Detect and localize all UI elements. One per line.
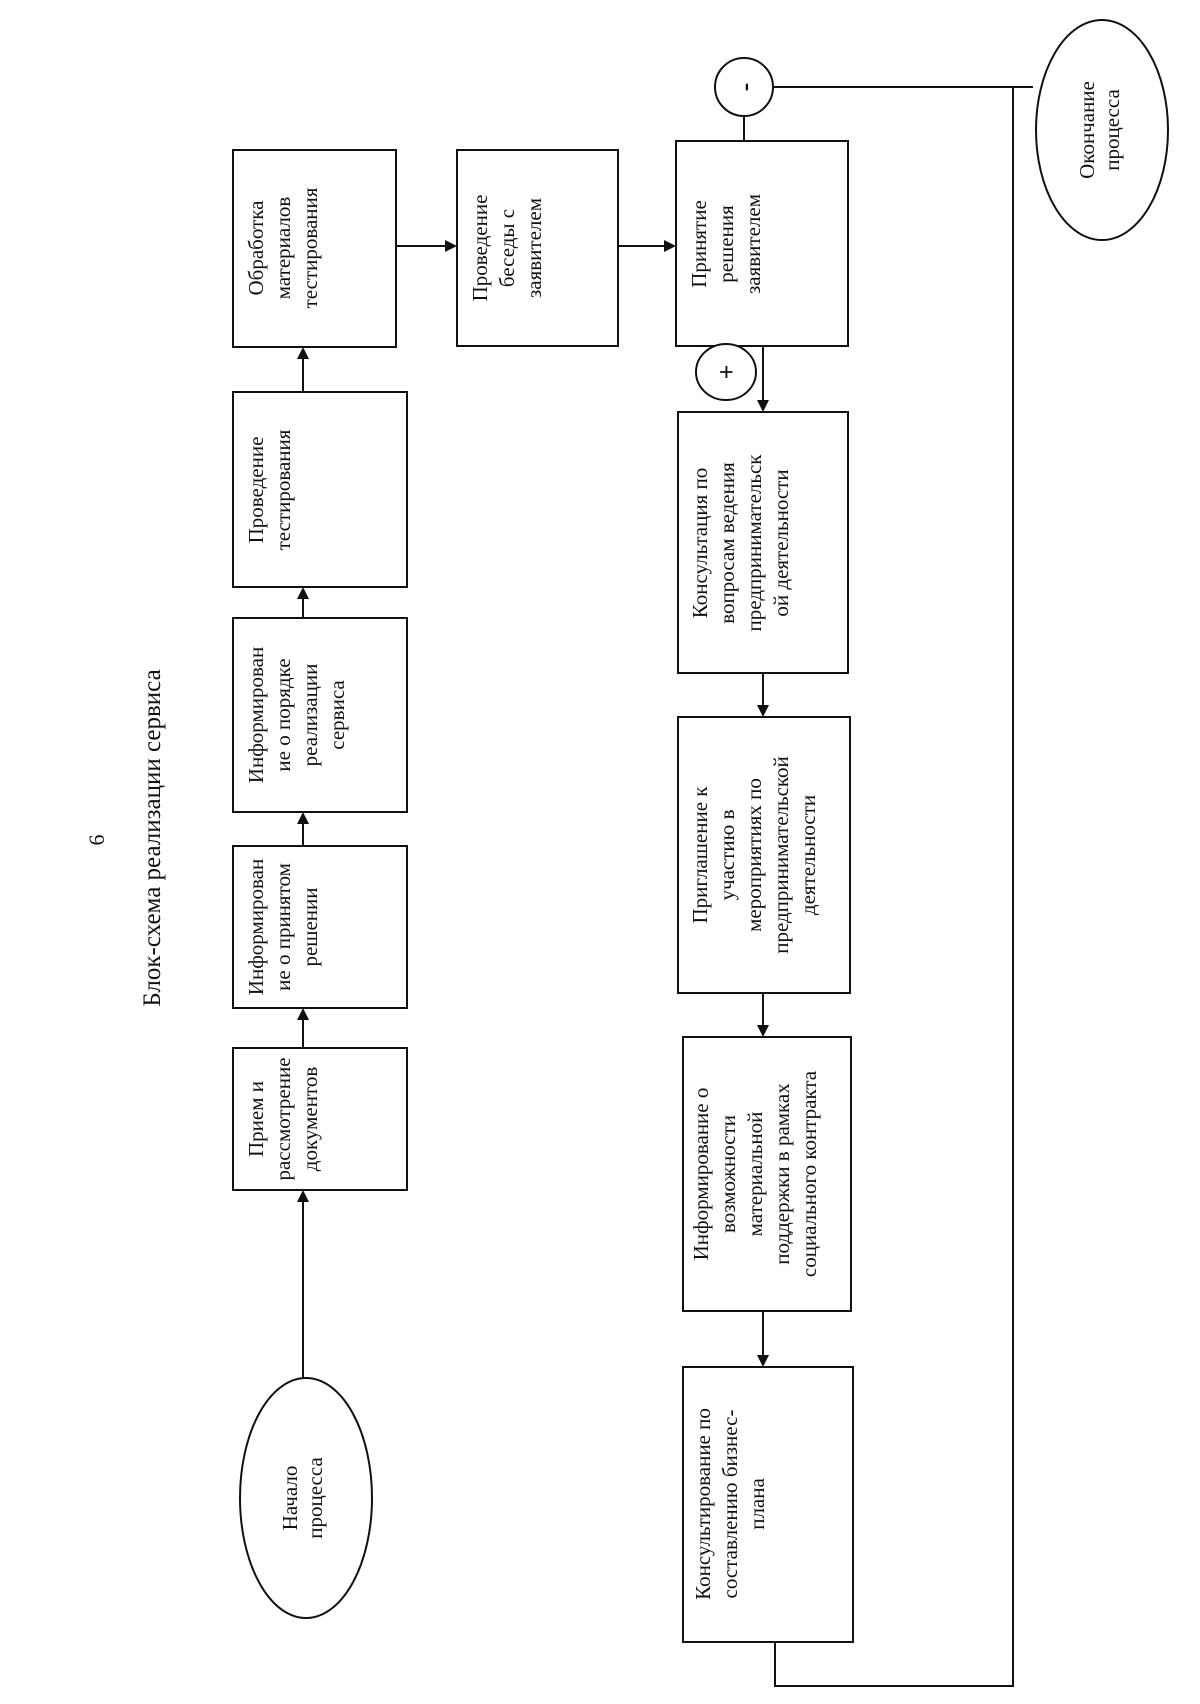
arrowhead-icon [297,1008,309,1020]
arrowhead-icon [297,1190,309,1202]
inform-decision-line-2: ие о принятом [271,863,295,991]
inform-order-line-3: реализации [298,664,322,767]
end-terminator: Окончание процесса [1035,19,1169,241]
arrowhead-icon [757,400,769,412]
business-plan-line-1: Консультирование по [691,1408,715,1600]
conversation-line-1: Проведение [468,195,492,302]
decision-plus-connector: + [695,343,757,401]
testing-line-1: Проведение [244,437,268,544]
box-processing: Обработка материалов тестирования [232,149,397,348]
event-invitation-line-5: деятельности [796,795,820,915]
business-consultation-line-2: вопросам ведения [715,462,739,624]
inform-decision-line-3: решении [298,887,322,966]
material-support-line-1: Информирование о [689,1088,713,1261]
event-invitation-line-1: Приглашение к [688,786,712,924]
event-invitation-line-4: предпринимательской [769,756,793,954]
arrowhead-icon [757,1355,769,1367]
business-consultation-line-3: предпринимательск [742,454,766,632]
box-event-invitation: Приглашение к участию в мероприятиях по … [677,716,851,994]
connectors [297,86,1033,1687]
minus-sign: - [730,83,759,92]
receive-documents-line-1: Прием и [244,1081,268,1157]
start-label-line-2: процесса [303,1457,327,1539]
box-conversation: Проведение беседы с заявителем [456,149,619,347]
event-invitation-line-3: мероприятиях по [742,778,766,932]
material-support-line-3: материальной [743,1112,767,1237]
decision-line-3: заявителем [741,194,765,294]
arrowhead-icon [664,240,676,252]
receive-documents-line-3: документов [298,1067,322,1172]
box-material-support-info: Информирование о возможности материально… [682,1036,852,1312]
diagram-title: Блок-схема реализации сервиса [139,669,166,1006]
box-inform-decision: Информирован ие о принятом решении [232,845,408,1009]
inform-order-line-1: Информирован [244,647,268,783]
inform-decision-line-1: Информирован [244,859,268,995]
conversation-line-2: беседы с [495,209,519,287]
page-number: 6 [84,835,109,846]
box-business-plan: Консультирование по составлению бизнес- … [682,1366,854,1643]
decision-line-1: Принятие [687,200,711,288]
processing-line-3: тестирования [298,187,322,308]
inform-order-line-2: ие о порядке [271,658,295,771]
processing-line-1: Обработка [244,200,268,296]
material-support-line-2: возможности [716,1115,740,1233]
material-support-line-5: социального контракта [797,1070,821,1277]
material-support-line-4: поддержки в рамках [770,1083,794,1265]
business-consultation-line-4: ой деятельности [769,469,793,616]
processing-line-2: материалов [271,197,295,300]
inform-order-line-4: сервиса [325,680,349,750]
decision-line-2: решения [714,205,738,283]
business-plan-line-2: составлению бизнес- [718,1410,742,1599]
arrowhead-icon [445,240,457,252]
arrowhead-icon [297,347,309,359]
box-decision: Принятие решения заявителем [675,140,849,347]
business-consultation-line-1: Консультация по [688,468,712,618]
end-label-line-1: Окончание [1075,81,1099,179]
box-inform-order: Информирован ие о порядке реализации сер… [232,617,408,813]
receive-documents-line-2: рассмотрение [271,1057,295,1180]
testing-line-2: тестирования [271,429,295,550]
arrowhead-icon [757,705,769,717]
business-plan-line-3: плана [745,1478,769,1530]
start-terminator: Начало процесса [239,1377,373,1619]
box-business-consultation: Консультация по вопросам ведения предпри… [677,411,849,674]
box-testing: Проведение тестирования [232,391,408,588]
line-business-plan-to-end [774,86,1033,1687]
box-receive-documents: Прием и рассмотрение документов [232,1047,408,1191]
plus-sign: + [712,365,741,380]
arrowhead-icon [297,812,309,824]
decision-minus-connector: - [714,57,774,117]
arrowhead-icon [297,587,309,599]
arrowhead-icon [757,1025,769,1037]
event-invitation-line-2: участию в [715,809,739,900]
conversation-line-3: заявителем [522,198,546,298]
end-label-line-2: процесса [1100,89,1124,171]
start-label-line-1: Начало [278,1466,302,1531]
